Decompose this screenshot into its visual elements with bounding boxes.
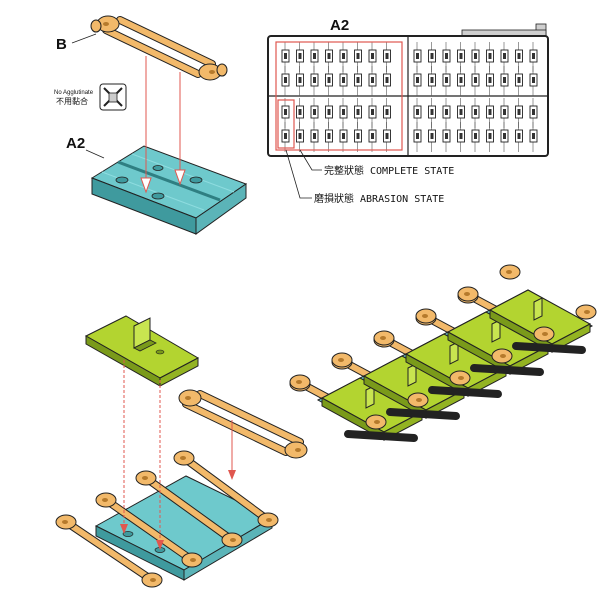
sprue-label-a2: A2 [330,17,349,34]
callout-abrasion: 磨損狀態 ABRASION STATE [314,192,444,205]
no-glue-note-en: No Agglutinate [54,90,94,96]
step1-group: B A2 No Agglutinate 不用黏合 [54,15,248,235]
step2-group [55,315,308,588]
no-glue-note-cn: 不用黏合 [56,96,88,106]
sprue-a2: A2 完整狀態 COMPLETE STATE 磨損狀態 ABRASION STA… [267,17,549,205]
complete-state-box [275,41,403,151]
track-pin [181,455,271,523]
pin-part-b [90,15,228,81]
pin-part-step2 [178,389,308,459]
track-pin [143,475,235,543]
label-b: B [56,36,67,53]
pins-step2 [55,450,279,588]
abrasion-state-box [277,99,295,149]
step2-arrows [120,360,236,550]
label-a2-step1: A2 [66,135,85,152]
step1-arrows [140,56,186,194]
assembled-parts [289,264,597,442]
no-glue-icon [99,83,127,111]
rubber-pad-part [84,315,200,387]
sprue-parts [281,42,538,152]
track-pin [63,519,155,583]
track-pin [103,497,195,563]
track-link-a2 [90,145,248,235]
assembled-track [289,264,597,442]
callout-complete: 完整狀態 COMPLETE STATE [324,164,454,177]
